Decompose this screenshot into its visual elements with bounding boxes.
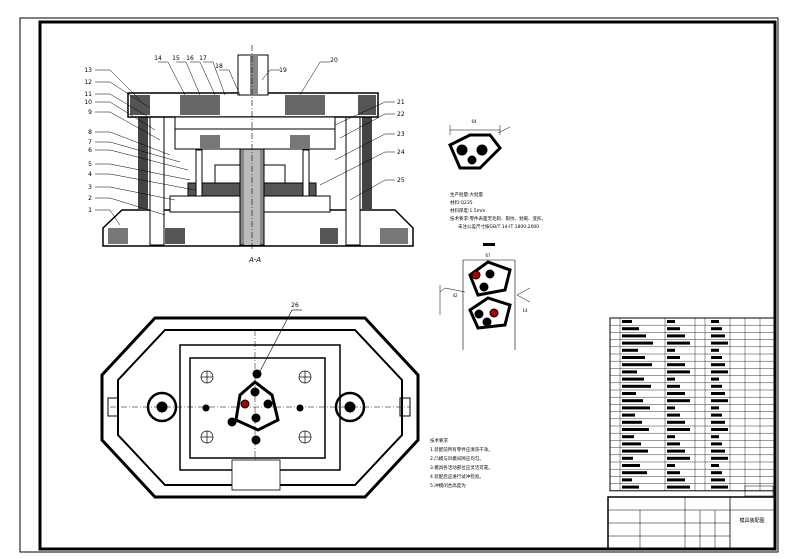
- callout-9: 9: [88, 109, 92, 116]
- note-line-5: 未注公差尺寸按GB/T 14-IT 1800-2000: [458, 223, 539, 230]
- callout-3: 3: [88, 184, 92, 191]
- parts-list: [609, 317, 776, 492]
- part-dimension-label: 64: [471, 119, 477, 124]
- tech-line-4: 4.装配后应进行试冲检验。: [430, 473, 484, 480]
- section-view: [95, 45, 414, 250]
- callout-24: 24: [397, 149, 405, 156]
- strip-dimension-left: 42: [452, 293, 458, 298]
- strip-feed: [231, 459, 281, 491]
- callout-17: 17: [199, 55, 207, 62]
- callout-1: 1: [88, 207, 92, 214]
- tech-line-5: 5.冲模闭合高度为: [430, 482, 466, 489]
- spring-left: [195, 149, 203, 197]
- strip-dimension-right: 14: [522, 308, 528, 313]
- callout-leaders: [95, 61, 395, 226]
- part-notes: 生产批量:大批量 材料:Q235 材料厚度:1.5mm 技术要求:零件表面无毛刺…: [450, 191, 546, 230]
- callout-5: 5: [88, 161, 92, 168]
- backing-plate: [174, 128, 336, 150]
- callout-10: 10: [84, 99, 92, 106]
- callout-26: 26: [291, 302, 299, 309]
- note-line-1: 生产批量:大批量: [450, 191, 484, 198]
- part-drawing: [448, 125, 511, 170]
- title-block: [607, 485, 776, 550]
- punch-holder: [174, 116, 336, 130]
- tech-title: 技术要求: [430, 437, 448, 444]
- plan-outer-outline: [100, 316, 420, 499]
- callout-21: 21: [397, 99, 405, 106]
- outer-border: [19, 17, 779, 553]
- callout-15: 15: [172, 55, 180, 62]
- strip-blank-1: [468, 260, 512, 297]
- note-line-3: 材料厚度:1.5mm: [450, 207, 485, 214]
- part-outline: [448, 133, 502, 170]
- callout-12: 12: [84, 79, 92, 86]
- callout-8: 8: [88, 129, 92, 136]
- callout-20: 20: [330, 57, 338, 64]
- section-callouts: 13 12 11 10 9 8 6 7 5 4 3 2 1 14 15 16 1…: [84, 55, 404, 264]
- callout-7: 7: [88, 139, 92, 146]
- title-block-title: 模具装配图: [739, 517, 764, 524]
- strip-dimension-top: 67: [485, 253, 491, 258]
- tech-line-1: 1.装配前所有零件应清洗干净。: [430, 446, 493, 453]
- callout-18: 18: [215, 63, 223, 70]
- callout-14: 14: [154, 55, 162, 62]
- note-line-2: 材料:Q235: [450, 199, 473, 206]
- callout-23: 23: [397, 131, 405, 138]
- stripper-outline: [189, 357, 326, 459]
- callout-16: 16: [186, 55, 194, 62]
- inner-border: [38, 20, 777, 551]
- spring-right: [302, 149, 310, 197]
- strip-blank-2: [468, 296, 512, 330]
- tech-requirements: 技术要求 1.装配前所有零件应清洗干净。 2.凸模与凹模间隙应均匀。 3.模具各…: [430, 437, 493, 489]
- callout-4: 4: [88, 171, 92, 178]
- note-line-4: 技术要求:零件表面无毛刺、裂纹、划痕、变形。: [450, 215, 546, 222]
- callout-11: 11: [84, 91, 92, 98]
- screw-holes: [200, 370, 312, 444]
- callout-19: 19: [279, 67, 287, 74]
- tech-line-2: 2.凸模与凹模间隙应均匀。: [430, 455, 484, 462]
- callout-13: 13: [84, 67, 92, 74]
- section-caption: A-A: [248, 256, 261, 264]
- strip-layout: [439, 243, 531, 350]
- callout-6: 6: [88, 147, 92, 154]
- callout-22: 22: [397, 111, 405, 118]
- tech-line-3: 3.模具各活动部位应灵活可靠。: [430, 464, 493, 471]
- callout-25: 25: [397, 177, 405, 184]
- plan-view: [100, 309, 420, 499]
- upper-die-plate: [127, 92, 379, 118]
- callout-2: 2: [88, 195, 92, 202]
